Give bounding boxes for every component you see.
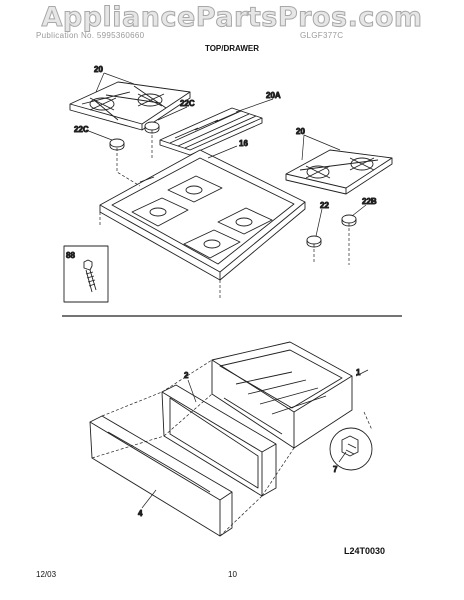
watermark: AppliancePartsPros.com <box>41 2 423 34</box>
callout-20-right: 20 <box>296 127 305 136</box>
callout-4: 4 <box>138 509 143 518</box>
callout-20a: 20A <box>266 91 281 100</box>
callout-20-left: 20 <box>94 65 103 74</box>
drawer-liner <box>161 384 277 497</box>
callout-22c-upper: 22C <box>180 99 195 108</box>
callout-22b: 22B <box>362 197 377 206</box>
screw-inset <box>63 245 109 303</box>
drawer-front <box>89 415 233 537</box>
footer-date: 12/03 <box>36 570 57 579</box>
foot-22c-upper <box>144 121 160 134</box>
lower-assembly-lines <box>91 359 295 537</box>
callout-16: 16 <box>239 139 248 148</box>
cooktop <box>99 149 306 281</box>
section-title: TOP/DRAWER <box>204 44 260 53</box>
footer-page-number: 10 <box>228 570 237 579</box>
center-grate <box>159 107 263 156</box>
callout-22: 22 <box>320 201 329 210</box>
callout-88: 88 <box>66 251 75 260</box>
drawer-body <box>211 341 353 449</box>
callout-22c-lower: 22C <box>74 125 89 134</box>
callout-7: 7 <box>333 465 338 474</box>
leader-lines <box>85 72 369 509</box>
left-burner-grates <box>69 81 191 131</box>
diagram-code: L24T0030 <box>344 546 386 556</box>
callout-2: 2 <box>184 371 189 380</box>
callout-1: 1 <box>356 368 361 377</box>
model-number: GLGF377C <box>300 31 344 40</box>
upper-assembly-lines <box>99 130 350 300</box>
publication-number: Publication No. 5995360660 <box>36 31 145 40</box>
right-burner-grates <box>285 149 393 195</box>
